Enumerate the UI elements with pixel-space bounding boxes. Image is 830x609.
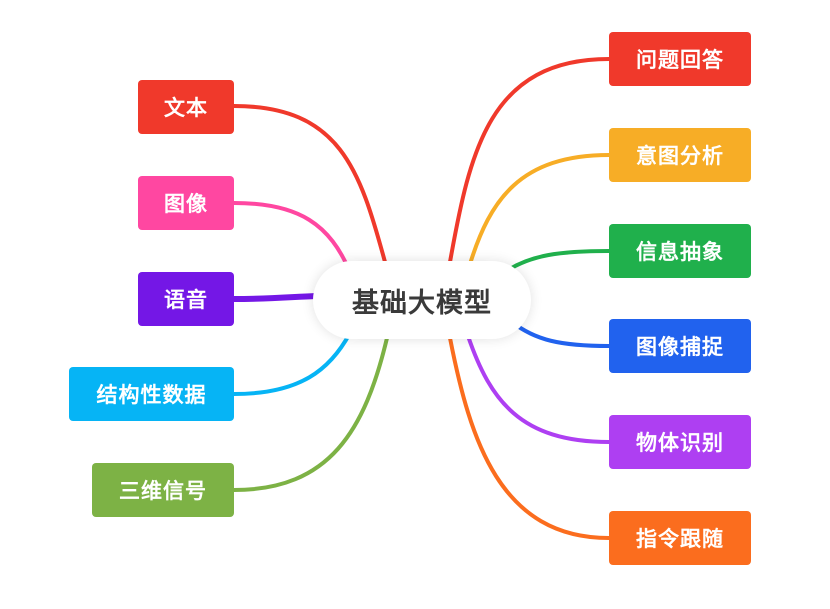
node-label: 三维信号 [119,479,207,503]
node-label: 文本 [164,96,208,120]
node-label: 语音 [164,288,208,312]
connector-structured-data [232,331,352,396]
connector-qa [448,57,611,264]
node-3d-signal: 三维信号 [92,463,234,517]
node-label: 结构性数据 [96,383,207,407]
node-image-capture: 图像捕捉 [609,319,751,373]
node-object-recognition: 物体识别 [609,415,751,469]
node-information-abstraction: 信息抽象 [609,224,751,278]
node-label: 意图分析 [636,144,724,168]
connector-3d-signal [232,336,389,492]
node-label: 物体识别 [636,431,724,455]
connector-extraction [503,249,611,274]
connector-image [232,201,352,274]
node-image: 图像 [138,176,234,230]
connector-intent [468,153,611,266]
node-label: 指令跟随 [636,527,724,551]
node-instruction-following: 指令跟随 [609,511,751,565]
center-node: 基础大模型 [313,261,531,339]
node-speech: 语音 [138,272,234,326]
center-label: 基础大模型 [352,287,492,319]
connector-instruction [448,336,611,540]
node-question-answering: 问题回答 [609,32,751,86]
node-structured-data: 结构性数据 [69,367,234,421]
node-text: 文本 [138,80,234,134]
node-label: 图像 [164,192,208,216]
node-label: 图像捕捉 [636,335,724,359]
connector-capture [510,320,611,348]
node-intent-analysis: 意图分析 [609,128,751,182]
connector-text [232,104,387,264]
node-label: 信息抽象 [636,240,724,264]
connector-speech [231,293,319,302]
connector-recognition [466,334,611,444]
node-label: 问题回答 [636,48,724,72]
